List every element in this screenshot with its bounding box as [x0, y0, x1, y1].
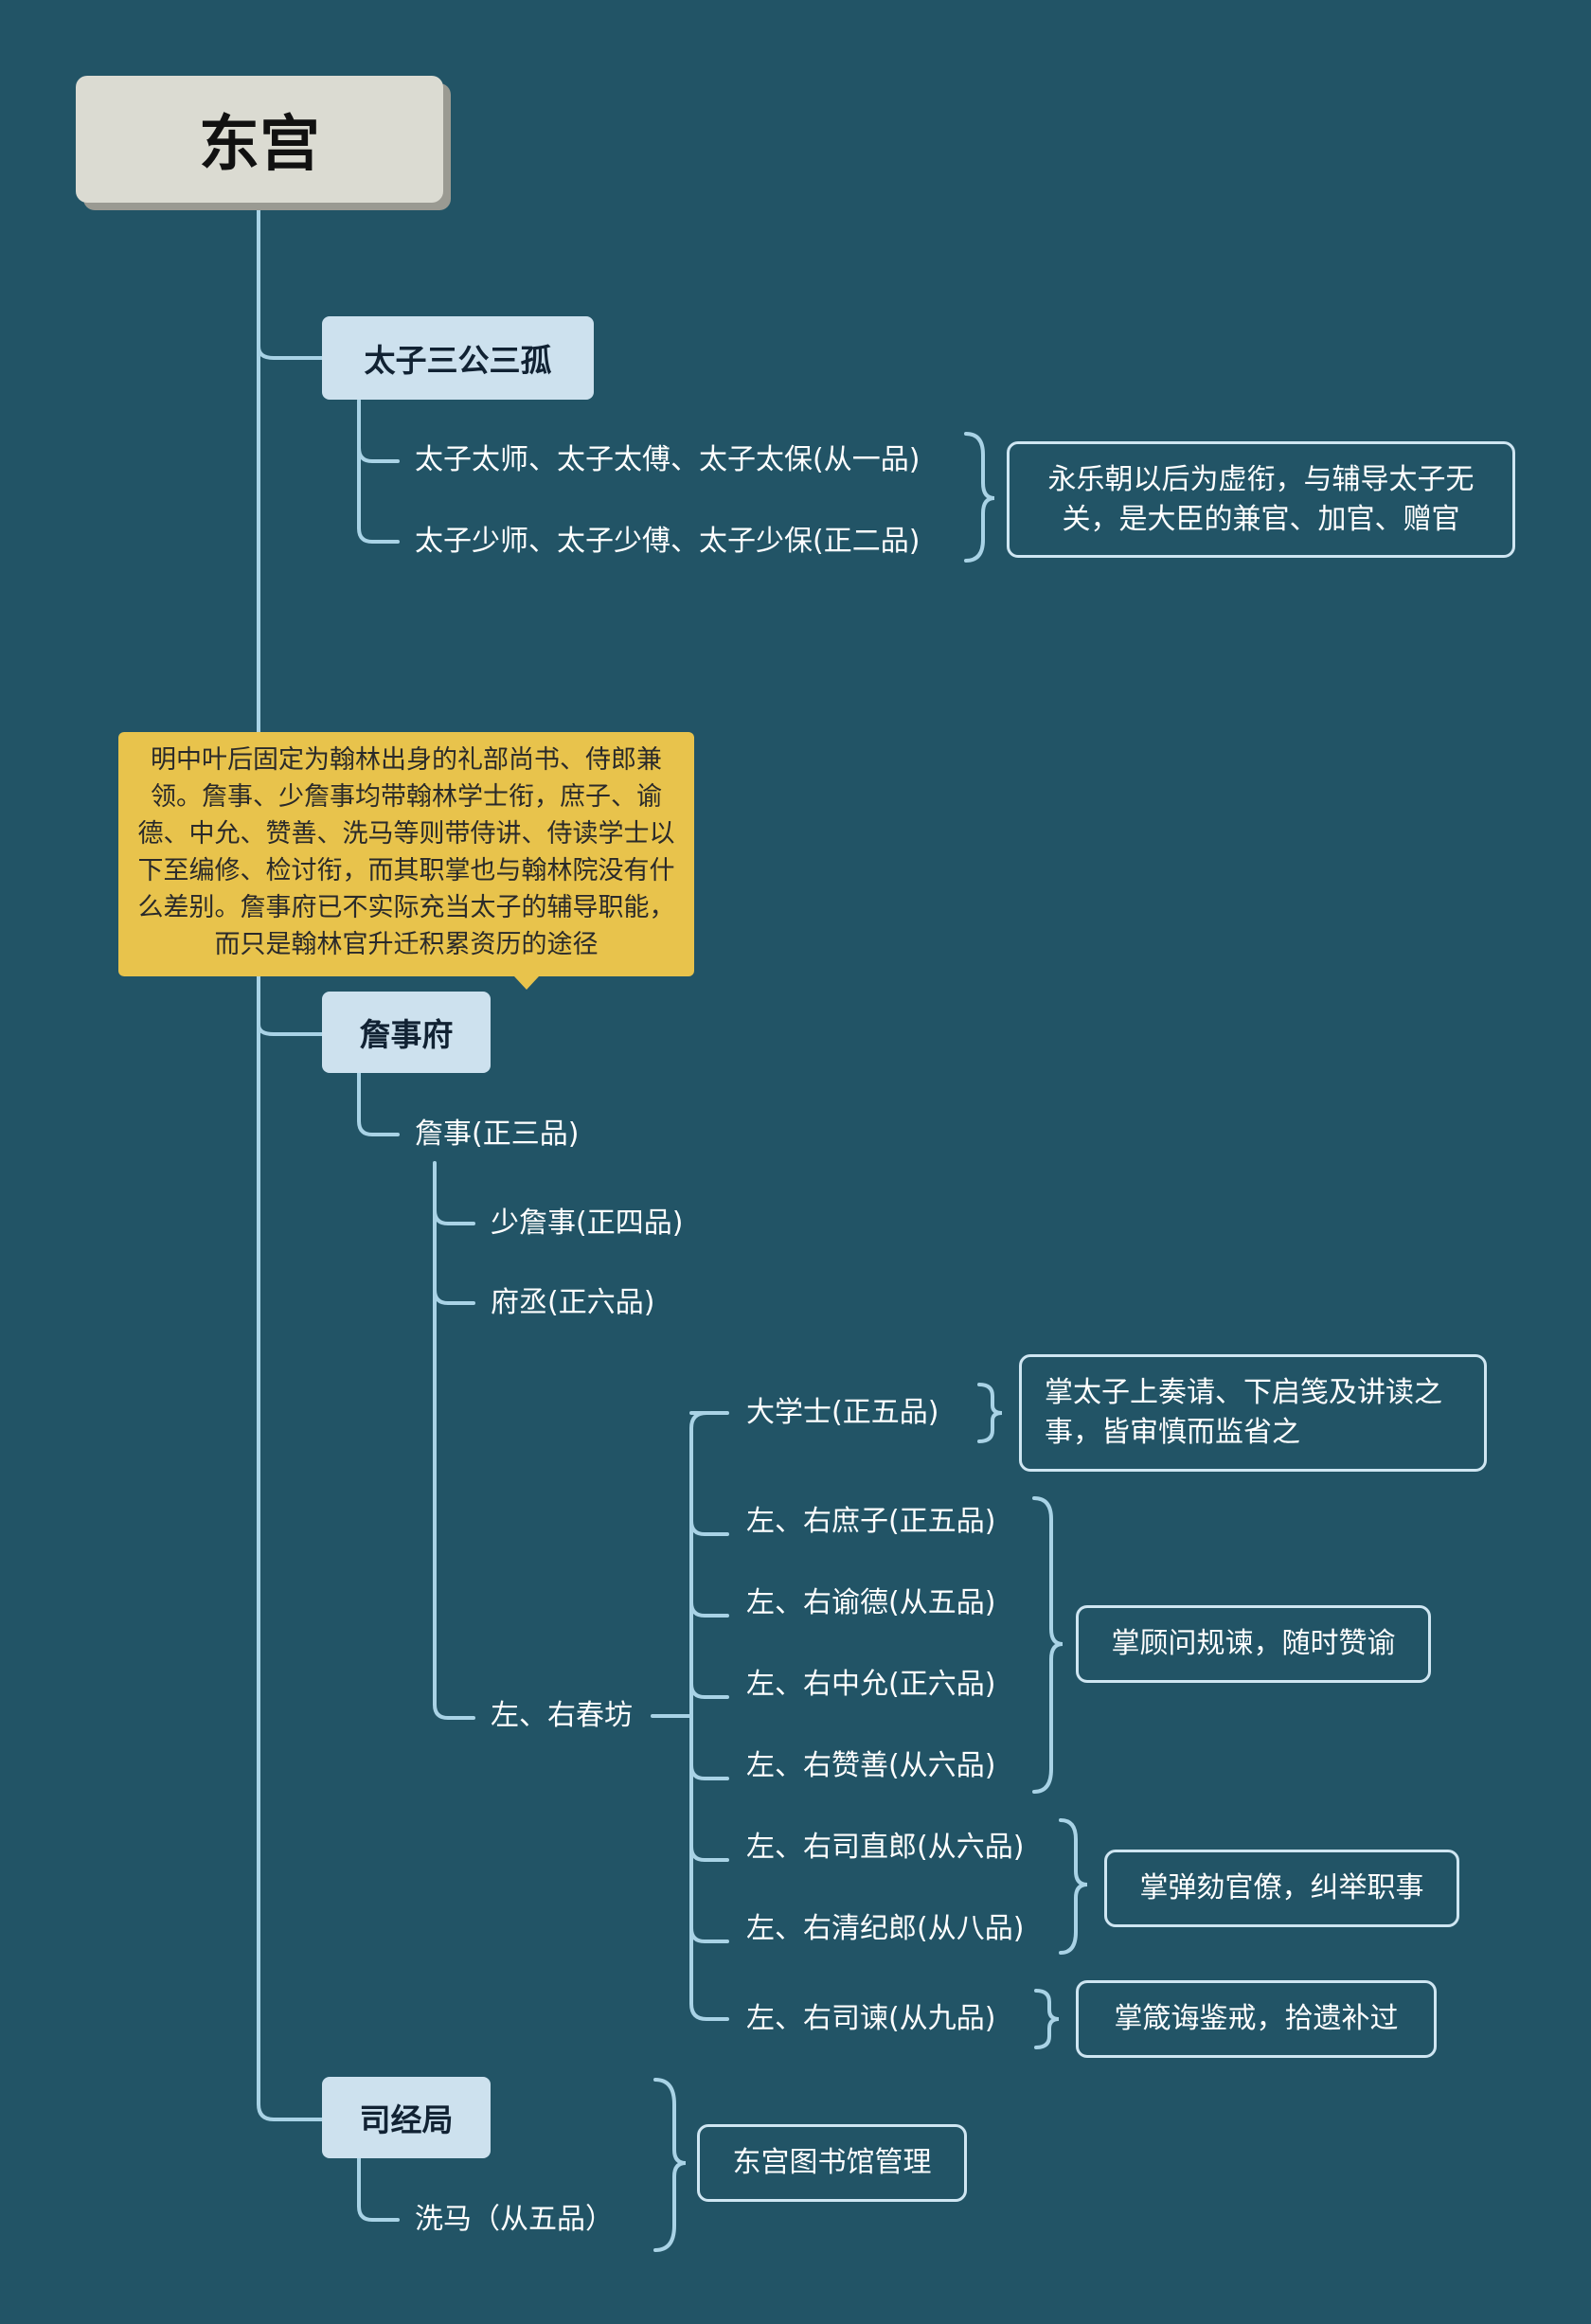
leaf-zanshan[interactable]: 左、右赞善(从六品) — [746, 1749, 996, 1782]
root-node[interactable]: 东宫 — [76, 76, 443, 203]
leaf-chunfang[interactable]: 左、右春坊 — [491, 1699, 633, 1732]
note-sijingju: 东宫图书馆管理 — [697, 2124, 967, 2202]
node-sangong[interactable]: 太子三公三孤 — [322, 316, 594, 400]
zhanshi-children-line — [433, 1161, 475, 1720]
leaf-zhanshi[interactable]: 詹事(正三品) — [415, 1117, 580, 1151]
leaf-sijian[interactable]: 左、右司谏(从九品) — [746, 2002, 996, 2035]
sangong-line — [357, 399, 400, 544]
node-zhanshifu[interactable]: 詹事府 — [322, 992, 491, 1073]
node-sijingju[interactable]: 司经局 — [322, 2077, 491, 2158]
note-guwen: 掌顾问规谏，随时赞谕 — [1076, 1605, 1431, 1683]
brace-daxueshi — [977, 1383, 1003, 1443]
note-sangong: 永乐朝以后为虚衔，与辅导太子无关，是大臣的兼官、加官、赠官 — [1007, 441, 1515, 558]
leaf-sangong-2[interactable]: 太子少师、太子少傅、太子少保(正二品) — [415, 525, 921, 558]
branch-sangong — [257, 345, 324, 360]
brace-guwen — [1032, 1496, 1064, 1794]
leaf-yude[interactable]: 左、右谕德(从五品) — [746, 1586, 996, 1619]
leaf-shuzi[interactable]: 左、右庶子(正五品) — [746, 1505, 996, 1538]
leaf-sizhilang[interactable]: 左、右司直郎(从六品) — [746, 1831, 1025, 1864]
brace-tanhe — [1059, 1818, 1088, 1955]
leaf-shaozhanshi[interactable]: 少詹事(正四品) — [491, 1207, 684, 1240]
branch-shaozhanshi — [433, 1208, 475, 1225]
leaf-xima[interactable]: 洗马（从五品） — [415, 2203, 614, 2236]
brace-sijian — [1034, 1989, 1060, 2049]
leaf-fucheng[interactable]: 府丞(正六品) — [491, 1286, 655, 1319]
branch-fucheng — [433, 1288, 475, 1305]
brace-sijingju — [653, 2078, 687, 2252]
leaf-daxueshi[interactable]: 大学士(正五品) — [746, 1396, 939, 1429]
note-sijian: 掌箴诲鉴戒，拾遗补过 — [1076, 1980, 1437, 2058]
leaf-qingjilang[interactable]: 左、右清纪郎(从八品) — [746, 1912, 1025, 1945]
zhanshi-line — [357, 1070, 400, 1136]
leaf-sangong-1[interactable]: 太子太师、太子太傅、太子太保(从一品) — [415, 443, 921, 476]
callout-zhanshifu: 明中叶后固定为翰林出身的礼部尚书、侍郎兼领。詹事、少詹事均带翰林学士衔，庶子、谕… — [118, 732, 694, 990]
leaf-zhongyun[interactable]: 左、右中允(正六品) — [746, 1668, 996, 1701]
trunk-line — [257, 201, 324, 2121]
chunfang-children-line — [689, 1411, 729, 2021]
brace-sangong — [964, 432, 995, 563]
note-tanhe: 掌弹劾官僚，纠举职事 — [1104, 1850, 1459, 1927]
sijingju-line — [357, 2155, 400, 2222]
branch-sangong-1 — [357, 446, 400, 463]
branch-zhanshifu — [257, 1023, 324, 1036]
note-daxueshi: 掌太子上奏请、下启笺及讲读之事，皆审慎而监省之 — [1019, 1354, 1487, 1472]
